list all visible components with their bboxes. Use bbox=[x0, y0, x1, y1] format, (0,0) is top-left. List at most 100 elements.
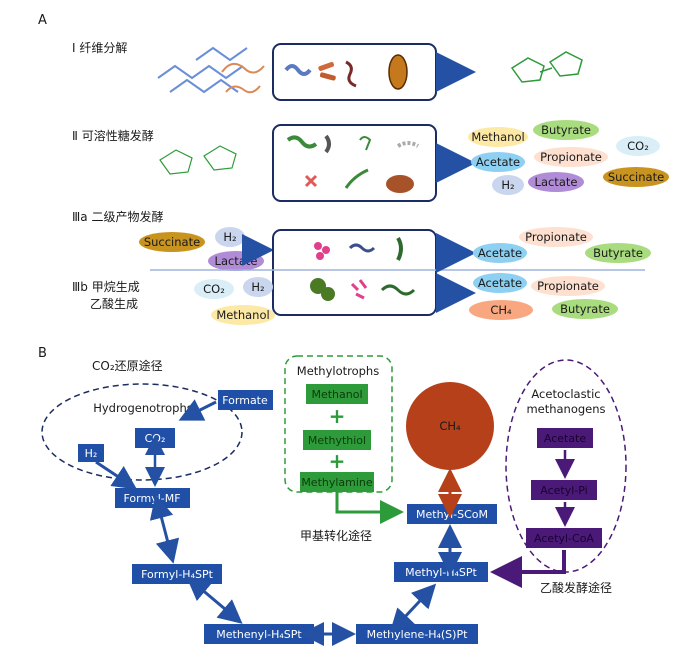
formate-box bbox=[218, 390, 273, 410]
hydrogenotrophs-ellipse bbox=[41, 383, 243, 481]
propionate-3b-ellipse bbox=[531, 276, 605, 296]
methylene-h4spt-box bbox=[356, 624, 478, 644]
stage3a-inputs: Succinate H₂ Lactate bbox=[139, 227, 264, 271]
methyl-scom-text: Methyl-SCoM bbox=[416, 508, 488, 521]
glucose-molecule-illustration bbox=[510, 51, 583, 83]
stage3b-inputs: CO₂ H₂ Methanol bbox=[194, 277, 275, 325]
succinate-input-text: Succinate bbox=[144, 235, 200, 249]
arrow-formylmf-formylh4spt bbox=[149, 494, 180, 564]
panel-b-arrows bbox=[95, 399, 575, 646]
h2-ellipse bbox=[492, 175, 524, 195]
acetate-ellipse bbox=[471, 152, 525, 172]
methenyl-h4spt-text: Methenyl-H₄SPt bbox=[216, 628, 302, 641]
lactate-text: Lactate bbox=[535, 175, 578, 189]
methenyl-h4spt-box bbox=[204, 624, 314, 644]
stage3b-label-line2: 乙酸生成 bbox=[90, 296, 138, 311]
methyl-h4spt-text: Methyl-H₄SPt bbox=[405, 566, 477, 579]
lactate-input-text: Lactate bbox=[215, 254, 258, 268]
arrow-methylotrophs-methylscom bbox=[335, 492, 404, 524]
co2-box-text: CO₂ bbox=[145, 432, 166, 445]
h2-box-text: H₂ bbox=[85, 447, 98, 460]
plus-sign-2: + bbox=[329, 449, 346, 473]
butyrate-3b-ellipse bbox=[552, 299, 618, 319]
propionate-3a-ellipse bbox=[519, 227, 593, 247]
co2-input-ellipse bbox=[194, 279, 234, 299]
panel-a-letter: A bbox=[38, 13, 47, 28]
h2-3b-input-text: H₂ bbox=[251, 280, 264, 294]
acetate-purple-box bbox=[537, 428, 593, 448]
h2-input-ellipse bbox=[215, 227, 245, 247]
plus-sign-1: + bbox=[329, 404, 346, 428]
stage3a-label: Ⅲa 二级产物发酵 bbox=[72, 209, 163, 224]
butyrate-3a-text: Butyrate bbox=[593, 246, 643, 260]
cellulose-chain-illustration bbox=[157, 46, 265, 94]
methanol-input-ellipse bbox=[211, 305, 275, 325]
methyl-pathway-label: 甲基转化途径 bbox=[300, 528, 372, 543]
co2-ellipse bbox=[616, 136, 660, 156]
methythiol-green-box bbox=[303, 430, 371, 450]
panel-b-letter: B bbox=[38, 346, 47, 361]
ch4-ellipse bbox=[469, 300, 533, 320]
formyl-h4spt-text: Formyl-H₄SPt bbox=[141, 568, 214, 581]
arrow-acetylcoa-methylh4spt bbox=[490, 550, 566, 588]
methanol-green-box bbox=[306, 384, 368, 404]
stage1-label: Ⅰ 纤维分解 bbox=[72, 41, 127, 55]
formate-text: Formate bbox=[222, 394, 268, 407]
h2-box bbox=[78, 444, 104, 462]
stage2-microbes bbox=[286, 134, 420, 193]
acetyl-pi-purple-box bbox=[531, 480, 597, 500]
arrow-formyl-methenyl bbox=[186, 576, 243, 624]
ch4-text: CH₄ bbox=[490, 303, 512, 317]
stage2-label: Ⅱ 可溶性糖发酵 bbox=[72, 128, 154, 143]
formyl-mf-text: Formyl-MF bbox=[123, 492, 180, 505]
h2-input-text: H₂ bbox=[223, 230, 236, 244]
succinate-input-ellipse bbox=[139, 232, 205, 252]
arrow-methylene-methyl bbox=[389, 583, 437, 634]
acetoclastic-title-2: methanogens bbox=[526, 402, 605, 416]
methanol-input-text: Methanol bbox=[216, 308, 269, 322]
acetate-3a-ellipse bbox=[473, 243, 527, 263]
h2-text: H₂ bbox=[501, 178, 514, 192]
butyrate-3b-text: Butyrate bbox=[560, 302, 610, 316]
acetyl-pi-purple-text: Acetyl-Pi bbox=[540, 484, 587, 497]
propionate-text: Propionate bbox=[540, 150, 602, 164]
acetate-pathway-label: 乙酸发酵途径 bbox=[540, 580, 612, 595]
methanol-green-text: Methanol bbox=[311, 388, 362, 401]
succinate-text: Succinate bbox=[608, 170, 664, 184]
h2-3b-input-ellipse bbox=[243, 277, 273, 297]
co2-pathway-title: CO₂还原途径 bbox=[92, 358, 163, 373]
ch4-circle-text: CH₄ bbox=[439, 419, 461, 433]
methylotrophs-title: Methylotrophs bbox=[297, 364, 379, 378]
succinate-ellipse bbox=[603, 167, 669, 187]
propionate-3b-text: Propionate bbox=[537, 279, 599, 293]
hydrogenotrophs-label: Hydrogenotrophs bbox=[93, 401, 193, 415]
stage1-microbes bbox=[284, 54, 408, 90]
co2-input-text: CO₂ bbox=[203, 282, 225, 296]
stage3a-products: Propionate Acetate Butyrate bbox=[473, 227, 651, 263]
stage3-microbe-box bbox=[272, 229, 437, 316]
stage3b-label-line1: Ⅲb 甲烷生成 bbox=[72, 280, 140, 294]
stage2-products: Methanol Butyrate CO₂ Acetate Propionate… bbox=[468, 120, 669, 195]
acetate-purple-text: Acetate bbox=[544, 432, 587, 445]
propionate-3a-text: Propionate bbox=[525, 230, 587, 244]
methanol-text: Methanol bbox=[471, 130, 524, 144]
acetyl-coa-purple-text: Acetyl-CoA bbox=[534, 532, 594, 545]
acetyl-coa-purple-box bbox=[526, 528, 602, 548]
sugar-molecule-illustration bbox=[159, 145, 237, 175]
butyrate-text: Butyrate bbox=[541, 123, 591, 137]
butyrate-3a-ellipse bbox=[585, 243, 651, 263]
butyrate-ellipse bbox=[533, 120, 599, 140]
stage3a-microbes bbox=[310, 236, 416, 301]
acetoclastic-title-1: Acetoclastic bbox=[531, 387, 600, 401]
acetate-3b-ellipse bbox=[473, 273, 527, 293]
co2-text: CO₂ bbox=[627, 139, 649, 153]
arrow-h2-formylmf bbox=[95, 460, 137, 490]
methylene-h4spt-text: Methylene-H₄(S)Pt bbox=[367, 628, 468, 641]
stage3b-products: Acetate Propionate CH₄ Butyrate bbox=[469, 273, 618, 320]
arrow-formate-to-hydrogenotrophs bbox=[178, 399, 217, 421]
methythiol-green-text: Methythiol bbox=[308, 434, 366, 447]
acetate-3b-text: Acetate bbox=[478, 276, 522, 290]
methylamine-green-text: Methylamine bbox=[301, 476, 373, 489]
